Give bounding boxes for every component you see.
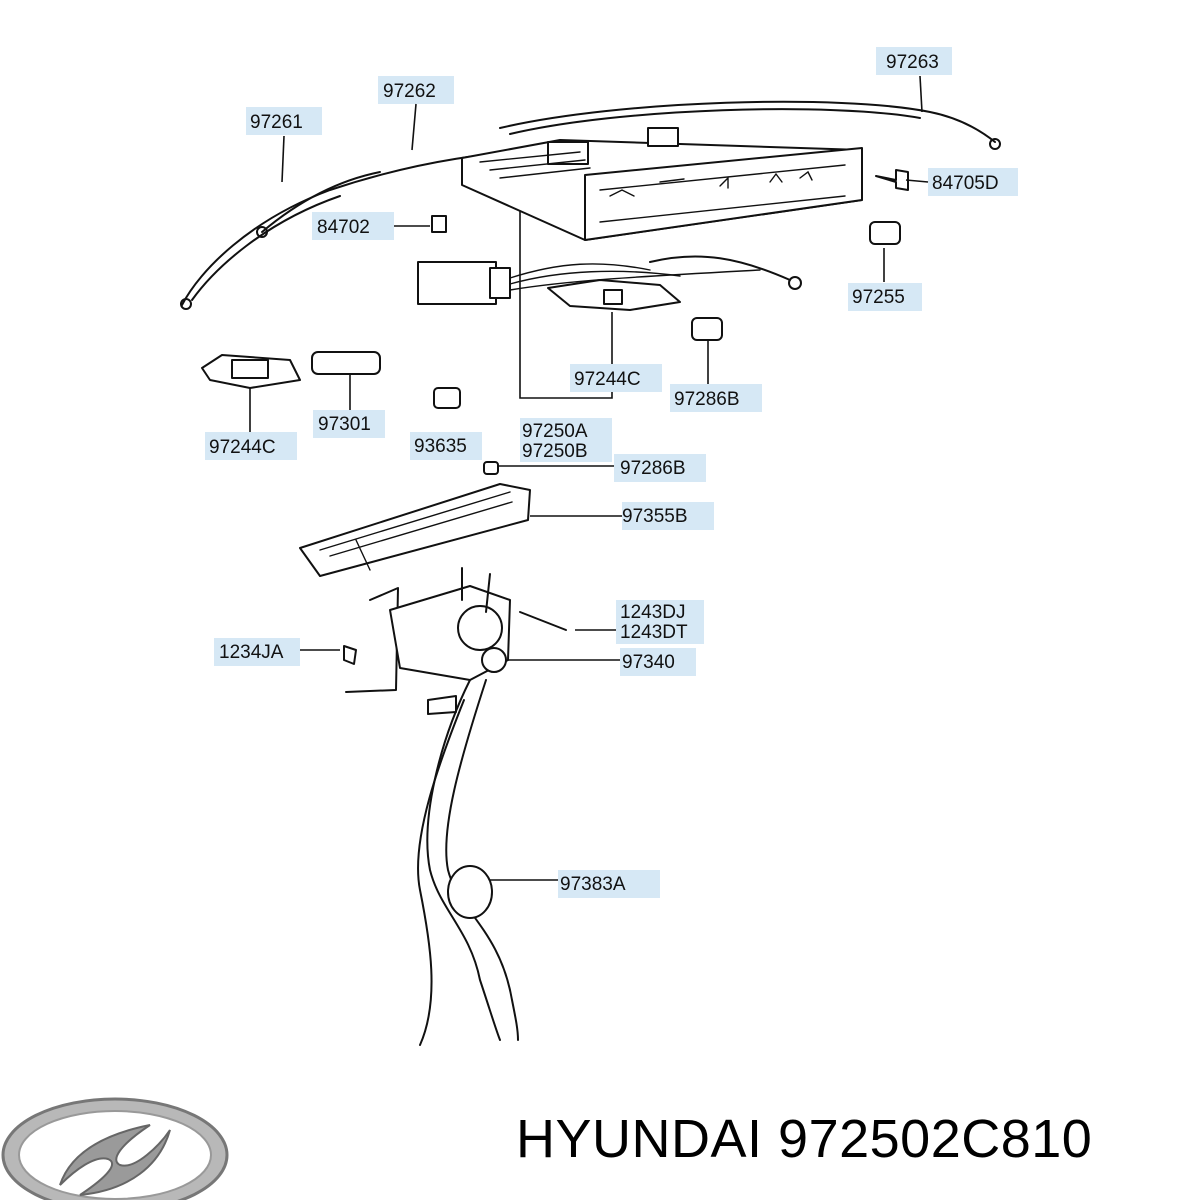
callout-1243DJ-DT[interactable]: 1243DJ 1243DT bbox=[616, 600, 704, 644]
leader-lines bbox=[249, 75, 929, 881]
callout-97286B-a[interactable]: 97286B bbox=[670, 384, 762, 412]
callout-97244C-b[interactable]: 97244C bbox=[205, 432, 297, 460]
callout-97244C-a[interactable]: 97244C bbox=[570, 364, 662, 392]
actuator-assembly bbox=[343, 567, 567, 1046]
svg-text:97244C: 97244C bbox=[574, 369, 641, 390]
callout-97383A[interactable]: 97383A bbox=[558, 870, 660, 898]
callout-97340[interactable]: 97340 bbox=[620, 648, 696, 676]
callout-1234JA[interactable]: 1234JA bbox=[214, 638, 300, 666]
svg-text:1234JA: 1234JA bbox=[219, 642, 284, 663]
svg-text:93635: 93635 bbox=[414, 436, 467, 457]
svg-text:97255: 97255 bbox=[852, 287, 905, 308]
callout-97355B[interactable]: 97355B bbox=[622, 502, 714, 530]
svg-text:1243DJ: 1243DJ bbox=[620, 602, 686, 623]
svg-text:84702: 84702 bbox=[317, 217, 370, 238]
svg-text:97263: 97263 bbox=[886, 52, 939, 73]
svg-text:84705D: 84705D bbox=[932, 173, 999, 194]
brand-name: HYUNDAI bbox=[516, 1109, 763, 1169]
svg-text:97261: 97261 bbox=[250, 112, 303, 133]
svg-text:97355B: 97355B bbox=[622, 506, 688, 527]
svg-text:1243DT: 1243DT bbox=[620, 622, 688, 643]
svg-text:97250B: 97250B bbox=[522, 441, 588, 462]
svg-text:97383A: 97383A bbox=[560, 874, 626, 895]
callout-97263[interactable]: 97263 bbox=[876, 47, 952, 75]
control-panel-assembly bbox=[180, 100, 1001, 341]
callout-84702[interactable]: 84702 bbox=[312, 212, 394, 240]
svg-text:97301: 97301 bbox=[318, 414, 371, 435]
callout-97286B-b[interactable]: 97286B bbox=[614, 454, 706, 482]
bezel-assembly bbox=[299, 483, 531, 577]
part-number: 972502C810 bbox=[778, 1109, 1093, 1169]
callout-97261[interactable]: 97261 bbox=[246, 107, 322, 135]
loose-parts bbox=[201, 351, 499, 475]
callout-97250A-B[interactable]: 97250A 97250B bbox=[520, 418, 612, 462]
hyundai-logo-icon bbox=[1, 1097, 229, 1200]
svg-text:97286B: 97286B bbox=[674, 389, 740, 410]
callout-93635[interactable]: 93635 bbox=[410, 432, 482, 460]
callout-97262[interactable]: 97262 bbox=[378, 76, 454, 104]
callout-97301[interactable]: 97301 bbox=[313, 410, 385, 438]
callout-84705D[interactable]: 84705D bbox=[928, 168, 1018, 196]
svg-text:97244C: 97244C bbox=[209, 437, 276, 458]
callout-97255[interactable]: 97255 bbox=[848, 283, 922, 311]
svg-text:97340: 97340 bbox=[622, 652, 675, 673]
svg-text:97262: 97262 bbox=[383, 81, 436, 102]
svg-text:97286B: 97286B bbox=[620, 458, 686, 479]
svg-text:97250A: 97250A bbox=[522, 421, 588, 442]
footer-title: HYUNDAI 972502C810 bbox=[516, 1108, 1092, 1170]
